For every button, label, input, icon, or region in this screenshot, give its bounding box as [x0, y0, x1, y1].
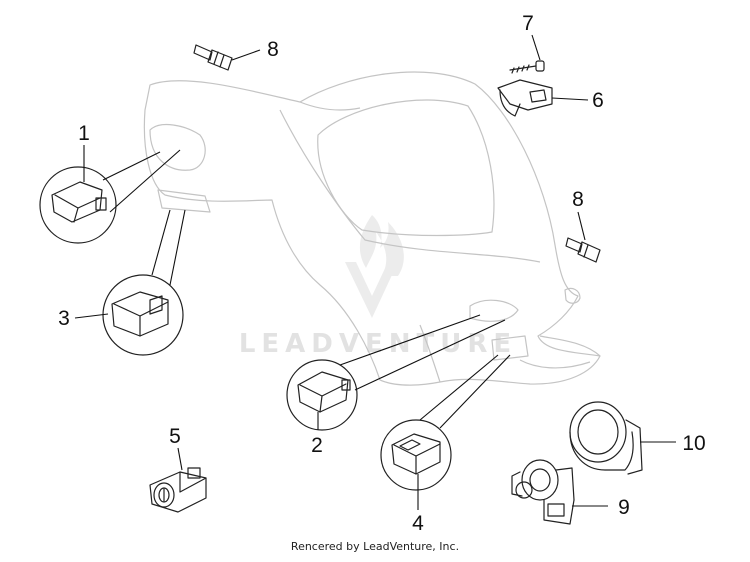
leader-3: [74, 313, 109, 319]
callout-10: 10: [682, 432, 705, 455]
part-8-bulb-top: [193, 44, 261, 71]
part-6-bracket: [497, 79, 589, 117]
part-5-ignition-switch: [149, 447, 207, 513]
part-10-ring-bezel: [569, 401, 676, 475]
callout-5: 5: [169, 425, 181, 448]
flame-logo-icon: [345, 215, 404, 318]
callout-2: 2: [311, 434, 323, 457]
part-7-screw: [509, 34, 545, 74]
callout-1: 1: [78, 122, 90, 145]
leader-8-top: [231, 49, 261, 61]
callout-3: 3: [58, 307, 70, 330]
callout-9: 9: [618, 496, 630, 519]
leader-5: [177, 447, 183, 471]
part-2-switch: [286, 314, 506, 431]
callout-7: 7: [522, 12, 534, 35]
part-1-switch: [39, 145, 181, 244]
leader-8-right: [577, 211, 586, 241]
callout-8-top: 8: [267, 38, 279, 61]
watermark: LEADVENTURE: [239, 215, 517, 359]
callout-4: 4: [412, 512, 424, 535]
callout-8-right: 8: [572, 188, 584, 211]
leader-7: [531, 34, 541, 61]
part-9-holder: [511, 459, 608, 525]
footer-credit: Rencered by LeadVenture, Inc.: [290, 540, 460, 553]
part-3-switch: [74, 209, 186, 356]
callouts: 1 2 3 4 5 6 7 8 8 9 10: [58, 12, 706, 535]
leader-6: [551, 97, 589, 101]
callout-6: 6: [592, 89, 604, 112]
rear-body-outline: [143, 71, 601, 386]
watermark-text: LEADVENTURE: [239, 329, 517, 359]
part-4-switch: [380, 354, 511, 510]
part-8-bulb-right: [565, 211, 601, 263]
